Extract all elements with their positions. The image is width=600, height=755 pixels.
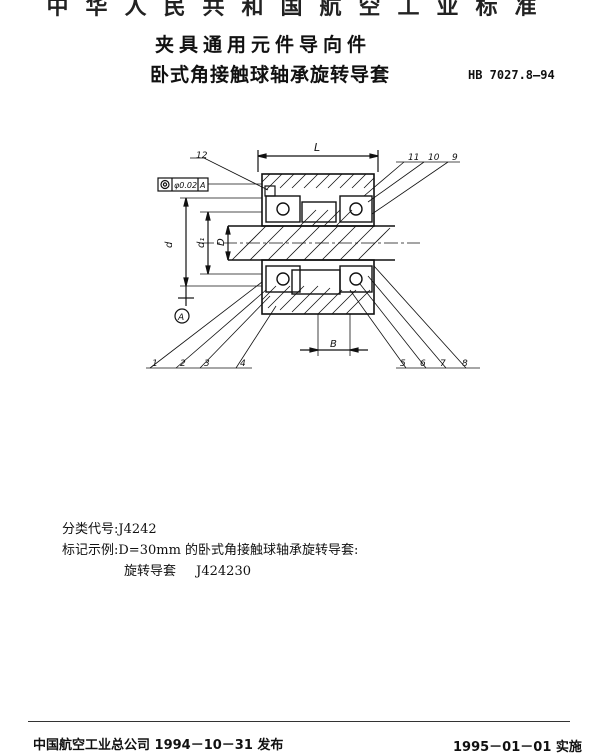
dim-d-label: d [164, 241, 175, 248]
dim-D-label: D [216, 238, 227, 246]
marking-designation: 旋转导套 J424230 [124, 560, 251, 579]
title-line-2: 卧式角接触球轴承旋转导套 [150, 64, 391, 86]
callout-12: 12 [196, 151, 208, 161]
tolerance-datum: A [199, 181, 205, 190]
standard-number: HB 7027.8—94 [468, 68, 555, 82]
callout-1: 1 [152, 359, 158, 369]
callout-3: 3 [204, 359, 210, 369]
callout-2: 2 [180, 359, 186, 369]
callout-7: 7 [440, 359, 446, 369]
classification-code: 分类代号:J4242 [62, 522, 157, 537]
marking-code: J424230 [196, 564, 251, 579]
callout-4: 4 [240, 359, 246, 369]
callout-8: 8 [462, 359, 468, 369]
dim-d1-label: d₁ [196, 238, 207, 248]
implementation-date: 1995－01－01 实施 [453, 740, 582, 755]
callout-5: 5 [400, 359, 406, 369]
standard-banner: 中华人民共和国航空工业标准 [46, 0, 554, 20]
dim-B-label: B [330, 339, 337, 350]
title-line-1: 夹具通用元件导向件 [155, 34, 372, 56]
tolerance-value: φ0.02 [174, 181, 197, 190]
datum-A-label: A [177, 313, 184, 323]
technical-drawing: L 12 11 10 9 φ0.02 A A d d₁ D B 1 2 3 4 … [146, 141, 480, 369]
marking-example: 标记示例:D=30mm 的卧式角接触球轴承旋转导套: [62, 543, 359, 558]
callout-6: 6 [420, 359, 426, 369]
callout-9: 9 [452, 153, 458, 163]
dim-L-label: L [314, 141, 320, 154]
issue-info: 中国航空工业总公司 1994－10－31 发布 [33, 738, 284, 753]
callout-11: 11 [408, 153, 419, 163]
callout-10: 10 [428, 153, 440, 163]
marking-name: 旋转导套 [124, 564, 177, 579]
footer-rule [28, 721, 570, 722]
